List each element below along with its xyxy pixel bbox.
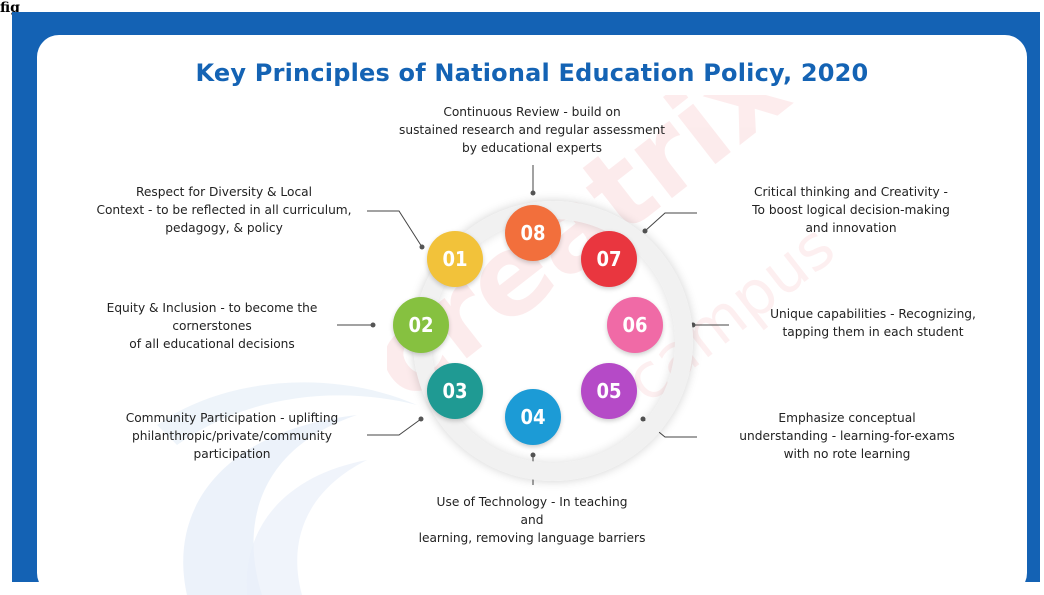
connector-line-1	[367, 210, 423, 248]
principle-06-text: Unique capabilities - Recognizing, tappi…	[770, 307, 976, 339]
watermark-swoosh	[157, 382, 417, 595]
principle-08-text: Continuous Review - build on sustained r…	[399, 105, 665, 155]
principle-01-text: Respect for Diversity & Local Context - …	[96, 185, 352, 235]
principle-07-badge: 07	[581, 231, 637, 287]
connector-line-7	[644, 212, 697, 232]
connector-line-3	[367, 418, 422, 436]
principle-07-text: Critical thinking and Creativity - To bo…	[752, 185, 950, 235]
connector-dot-3	[418, 416, 424, 422]
principle-05-badge: 05	[581, 363, 637, 419]
principle-05-text: Emphasize conceptual understanding - lea…	[739, 411, 955, 461]
principle-08-badge: 08	[505, 205, 561, 261]
principle-03-badge: 03	[427, 363, 483, 419]
principle-06-badge: 06	[607, 297, 663, 353]
connector-dot-8	[530, 190, 536, 196]
principle-02-badge: 02	[393, 297, 449, 353]
principle-04-text: Use of Technology - In teaching and lear…	[418, 495, 646, 545]
connector-dot-7	[642, 228, 648, 234]
connector-dot-2	[370, 322, 376, 328]
connector-dot-1	[419, 244, 425, 250]
page-title: Key Principles of National Education Pol…	[195, 59, 869, 87]
principle-03-text: Community Participation - uplifting phil…	[125, 411, 339, 461]
infographic-card: creatrix campus Key Principles of Nation…	[37, 35, 1027, 595]
principle-02-text: Equity & Inclusion - to become the corne…	[106, 301, 318, 351]
principle-01-badge: 01	[427, 231, 483, 287]
principle-04-badge: 04	[505, 389, 561, 445]
